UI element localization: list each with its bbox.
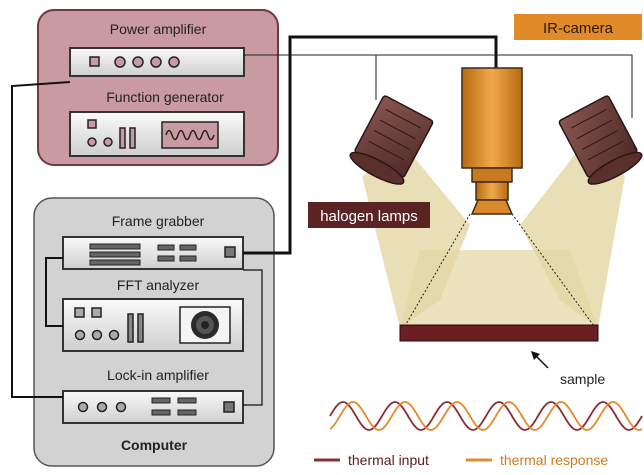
fft-analyzer-label: FFT analyzer — [117, 277, 200, 293]
computer-label: Computer — [121, 437, 188, 453]
halogen-lamps-tag: halogen lamps — [308, 202, 430, 228]
power-amplifier-label: Power amplifier — [110, 21, 207, 37]
frame-grabber-device[interactable] — [62, 236, 244, 270]
cable-framegrabber-to-fft — [45, 257, 63, 327]
right-light-beam — [520, 148, 625, 328]
spectrum-display-icon — [179, 306, 231, 344]
fft-analyzer-device[interactable] — [62, 298, 244, 352]
power-amplifier-device[interactable] — [69, 47, 245, 77]
sample-plate — [399, 324, 599, 342]
legend: thermal input thermal response — [314, 452, 608, 468]
center-light-overlap — [400, 250, 598, 328]
frame-grabber-label: Frame grabber — [112, 213, 205, 229]
legend-thermal-input-label: thermal input — [348, 452, 429, 468]
legend-thermal-response-label: thermal response — [500, 452, 608, 468]
halogen-lamp-icon — [558, 95, 643, 185]
ir-camera-tag: IR-camera — [514, 14, 642, 40]
cable-lockin-to-fft — [243, 269, 263, 406]
camera-fov-left — [404, 213, 471, 327]
ir-camera-label: IR-camera — [543, 20, 614, 37]
ir-camera-icon — [461, 67, 523, 215]
lockin-amplifier-device[interactable] — [62, 390, 244, 424]
function-generator-label: Function generator — [106, 89, 224, 105]
cable-camera-to-framegrabber — [243, 35, 498, 255]
sine-wave-display-icon — [161, 121, 219, 149]
sample-label: sample — [560, 371, 605, 387]
thermal-input-wave — [329, 401, 643, 431]
thermal-response-wave — [329, 401, 643, 431]
camera-fov-right — [511, 213, 595, 327]
function-generator-device[interactable] — [69, 111, 245, 157]
halogen-lamp-icon — [349, 95, 434, 185]
cable-amplifier-to-lamps — [244, 54, 633, 118]
cable-generator-to-lockin — [11, 81, 71, 398]
lockin-amplifier-label: Lock-in amplifier — [107, 367, 209, 383]
halogen-lamps-label: halogen lamps — [320, 208, 418, 225]
pointer-arrow-icon — [531, 351, 549, 369]
